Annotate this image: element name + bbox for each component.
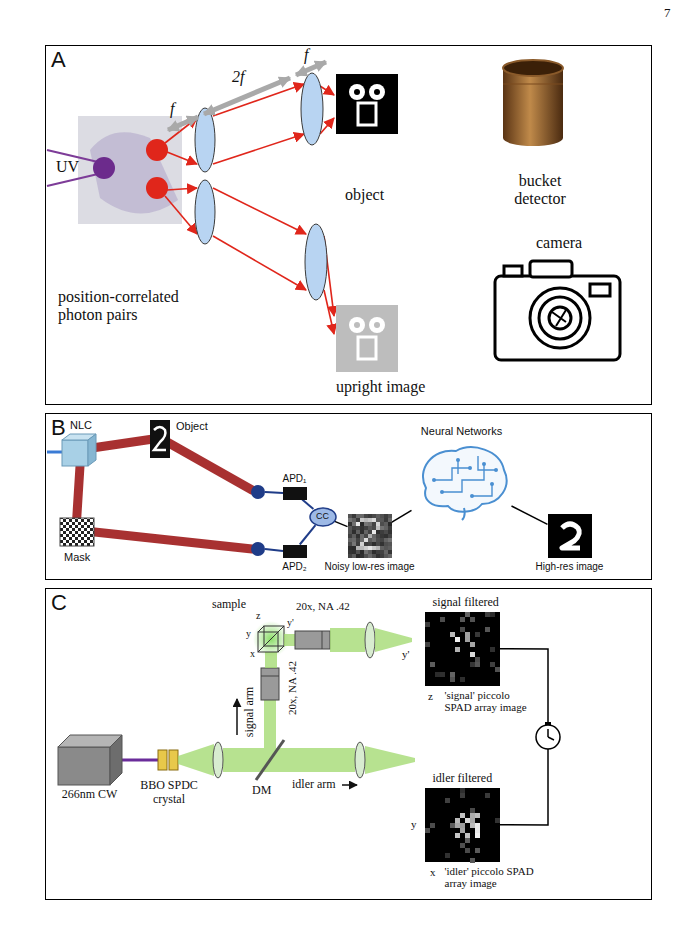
node-text: idler filtered	[433, 772, 493, 786]
axis-label: z	[428, 690, 433, 703]
distance-label: 2f	[232, 68, 244, 86]
spad-image: signal filtered'signal' piccolo SPAD arr…	[425, 612, 500, 686]
coincidence-counter: CC	[309, 507, 337, 527]
node-text: CC	[316, 511, 329, 521]
sample-label: sample	[212, 598, 246, 612]
node-text: 266nm CW	[62, 788, 118, 802]
signal-wire	[392, 510, 412, 522]
object-label: object	[345, 186, 384, 204]
node-text: APD₁	[283, 473, 307, 485]
arm-label: signal arm	[243, 687, 257, 737]
node-text: signal filtered	[433, 596, 499, 610]
object-label: Object	[176, 420, 208, 433]
axis-label: x	[250, 648, 255, 660]
spad-image-shape	[425, 612, 500, 686]
detector-label: bucket detector	[500, 172, 580, 209]
axis-label: y'	[402, 648, 409, 661]
panel-frame: B APD₁ APD₂ CC Noisy low-res image Neural Net…	[45, 413, 652, 580]
beam-label: UV	[56, 158, 79, 176]
image-tile: Noisy low-res image	[348, 514, 392, 558]
node-text: 'signal' piccolo SPAD array image	[445, 689, 540, 714]
image-label: upright image	[336, 378, 425, 396]
detector-box: APD₁	[283, 487, 307, 500]
detector-box: APD₂	[283, 545, 307, 558]
laser-source: 266nm CW	[58, 735, 122, 785]
signal-wire	[512, 506, 548, 524]
distance-label: f	[304, 46, 308, 64]
axis-label: z	[256, 610, 260, 622]
node-text: Neural Networks	[421, 425, 502, 438]
laser-source-shape	[58, 735, 122, 785]
signal-wire	[300, 525, 316, 544]
node-text: Noisy low-res image	[324, 561, 414, 573]
node-text: 'idler' piccolo SPAD array image	[445, 865, 540, 890]
node-text: APD₂	[282, 561, 306, 573]
panel-letter: A	[51, 47, 66, 72]
mirror-label: DM	[252, 784, 271, 798]
image-tile: High-res image	[548, 514, 592, 558]
signal-wire	[335, 521, 348, 526]
page-number: 7	[664, 6, 671, 21]
axis-label: x	[430, 866, 436, 879]
objective-label: 20x, NA .42	[286, 661, 299, 715]
objective-label: 20x, NA .42	[296, 600, 350, 613]
network-icon: Neural Networks	[412, 440, 512, 522]
distance-label: f	[170, 100, 174, 118]
axis-label: y	[411, 818, 417, 831]
crystal-label: BBO SPDC crystal	[134, 779, 204, 807]
camera-label: camera	[536, 234, 582, 252]
crystal-label: NLC	[70, 419, 92, 432]
node-text: High-res image	[536, 561, 604, 573]
panel-letter: C	[51, 590, 67, 615]
spad-image: idler filtered'idler' piccolo SPAD array…	[425, 788, 500, 862]
panel-letter: B	[51, 415, 66, 440]
network-icon-shape	[412, 440, 512, 522]
panel-frame: C266nm CWsignal filtered'signal' piccolo…	[45, 588, 652, 900]
axis-label: y'	[287, 617, 294, 629]
image-tile-shape	[348, 514, 392, 558]
panel-frame: A	[45, 45, 652, 405]
signal-wire	[302, 500, 313, 509]
source-label: position-correlated photon pairs	[58, 288, 223, 325]
image-tile-shape	[548, 514, 592, 558]
axis-label: y	[246, 628, 251, 640]
arm-label: idler arm	[292, 778, 336, 792]
mask-label: Mask	[64, 551, 90, 564]
spad-image-shape	[425, 788, 500, 862]
